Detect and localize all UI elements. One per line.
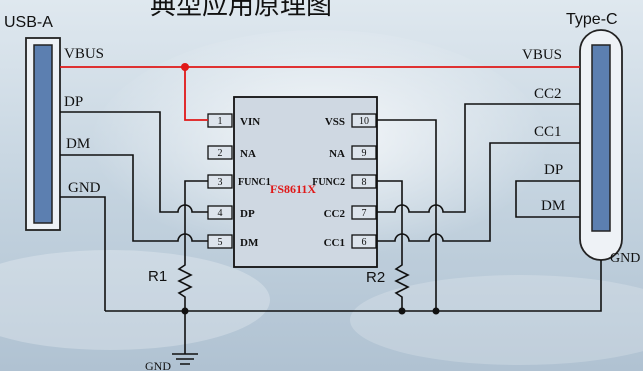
chip-pin-9: 9 NA [329,145,377,160]
usb-a-pin-dm: DM [66,136,90,152]
svg-text:5: 5 [218,237,223,248]
chip-pin-2: 2 NA [207,145,256,160]
usb-a-connector [25,37,61,231]
r2-ground-junction [398,307,406,315]
chip-pin-7: 7 CC2 [324,205,377,220]
svg-text:3: 3 [218,177,223,188]
vss-ground-junction [432,307,440,315]
vbus-wire [60,66,580,121]
ground-label: GND [145,359,171,371]
svg-text:NA: NA [329,148,345,160]
svg-text:NA: NA [240,148,256,160]
r2-label: R2 [366,269,385,286]
type-c-label: Type-C [566,11,618,28]
chip-pin-5: 5 DM [207,234,259,249]
cc2-wire [376,103,580,213]
type-c-pin-cc2: CC2 [534,86,562,102]
usb-a-pin-dp: DP [64,94,83,110]
svg-text:7: 7 [362,208,367,219]
chip-part-number: FS8611X [270,182,316,196]
ground-symbol [172,311,198,365]
vss-wire [376,119,437,311]
svg-text:2: 2 [218,148,223,159]
chip-pin-6: 6 CC1 [324,234,377,249]
header-title-fragment: 典型应用原理图 [150,0,332,21]
chip-pin-3: 3 FUNC1 [207,174,271,189]
type-c-connector [579,29,623,261]
svg-text:1: 1 [218,116,223,127]
svg-text:DM: DM [240,237,259,249]
r2-resistor [394,260,410,311]
r1-label: R1 [148,268,167,285]
type-c-dp-dm-short [515,180,580,218]
usb-a-dm-wire [60,154,208,242]
svg-text:CC2: CC2 [324,208,346,220]
svg-text:10: 10 [359,116,369,127]
usb-a-pin-vbus: VBUS [64,46,104,62]
usb-a-pin-gnd: GND [68,180,101,196]
type-c-pin-dm: DM [541,198,565,214]
svg-text:4: 4 [218,208,223,219]
func1-wire [184,180,208,260]
svg-text:CC1: CC1 [324,237,345,249]
type-c-pin-cc1: CC1 [534,124,562,140]
type-c-pin-dp: DP [544,162,563,178]
chip-pin-8: 8 FUNC2 [312,174,377,189]
cc1-wire [376,142,580,242]
svg-text:VSS: VSS [325,116,345,128]
func2-wire [376,180,403,260]
chip-pin-1: 1 VIN [207,113,260,128]
svg-text:6: 6 [362,237,367,248]
svg-text:VIN: VIN [240,116,260,128]
type-c-pin-vbus: VBUS [522,47,562,63]
svg-text:9: 9 [362,148,367,159]
r1-resistor [177,260,193,311]
vbus-junction [181,63,189,71]
usb-a-label: USB-A [4,14,53,31]
svg-text:FUNC2: FUNC2 [312,177,345,188]
svg-text:8: 8 [362,177,367,188]
usb-a-gnd-wire [60,196,106,311]
chip-pin-4: 4 DP [207,205,255,220]
type-c-gnd-label: GND [610,251,640,266]
svg-text:FUNC1: FUNC1 [238,177,271,188]
ground-bus [105,260,602,312]
svg-text:DP: DP [240,208,255,220]
usb-a-dp-wire [60,111,208,213]
